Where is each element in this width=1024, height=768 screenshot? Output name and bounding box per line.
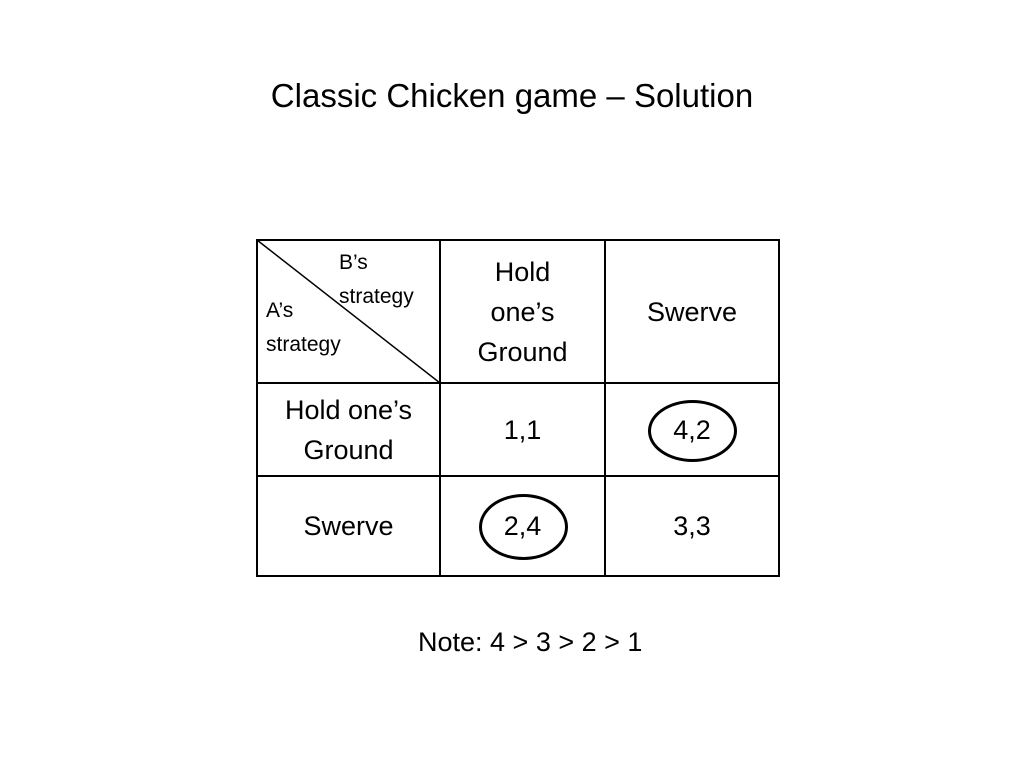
grid-line-row-2 <box>256 475 780 477</box>
row-header-swerve: Swerve <box>303 511 394 541</box>
payoff-matrix: B’s strategy A’s strategy Hold one’s Gro… <box>256 239 780 577</box>
equilibrium-ring-swerve-hold <box>479 494 568 560</box>
payoff-hold-hold: 1,1 <box>503 414 542 445</box>
row-header-hold-line1: Hold one’s <box>284 394 413 425</box>
row-player-label-line1: A’s <box>266 299 294 322</box>
column-player-label-line2: strategy <box>339 285 414 308</box>
payoff-swerve-hold: 2,4 <box>503 511 542 541</box>
slide-title: Classic Chicken game – Solution <box>270 77 754 114</box>
payoff-swerve-swerve: 3,3 <box>673 511 711 541</box>
column-header-hold-line1: Hold <box>494 256 551 287</box>
equilibrium-ring-hold-swerve <box>648 400 737 462</box>
column-header-hold: Hold one’s Ground <box>441 241 604 382</box>
grid-line-top <box>256 239 780 241</box>
payoff-hold-swerve: 4,2 <box>673 414 711 445</box>
grid-line-col-2 <box>604 239 606 577</box>
grid-line-col-1 <box>439 239 441 577</box>
column-header-hold-line2: one’s <box>490 296 555 327</box>
row-header-hold-line2: Ground <box>303 434 394 465</box>
column-player-label-line1: B’s <box>339 251 368 274</box>
grid-line-right <box>778 239 780 577</box>
grid-line-left <box>256 239 258 577</box>
row-header-hold: Hold one’s Ground <box>258 384 439 475</box>
row-player-label-line2: strategy <box>266 333 341 356</box>
column-header-swerve: Swerve <box>646 296 738 327</box>
column-header-hold-line3: Ground <box>477 336 568 367</box>
payoff-order-note: Note: 4 > 3 > 2 > 1 <box>418 627 643 657</box>
corner-diagonal-line <box>256 239 441 384</box>
grid-line-bottom <box>256 575 780 577</box>
grid-line-row-1 <box>256 382 780 384</box>
